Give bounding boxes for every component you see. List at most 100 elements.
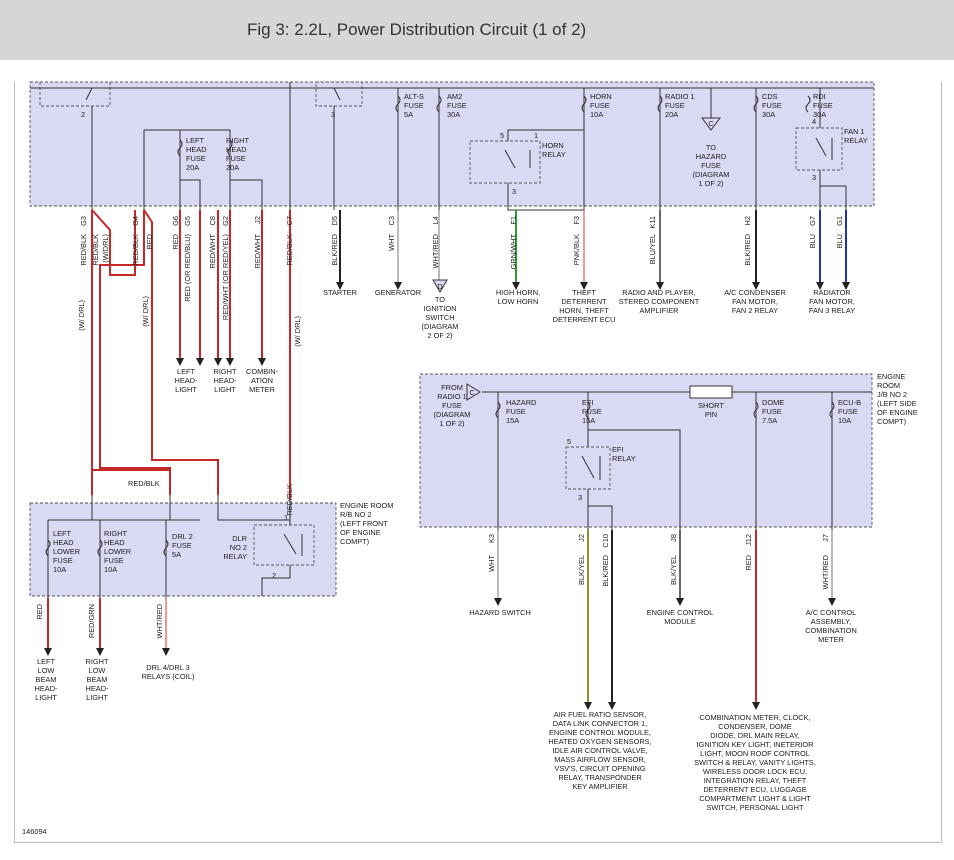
jb-wire-color-j2: BLK/YEL	[577, 555, 586, 585]
hazard-fuse-label-line-1: FUSE	[506, 407, 526, 416]
left-head-fuse-label-line-3: 20A	[186, 163, 199, 172]
jb-conn-j8: J8	[669, 534, 678, 542]
right-low-beam-label-line-0: RIGHT	[86, 657, 109, 666]
left-low-fuse-label-line-4: 10A	[53, 565, 66, 574]
right-low-fuse-label-line-4: 10A	[104, 565, 117, 574]
wire-color-g3: RED/BLK	[79, 234, 88, 266]
to-hazard-label-line-4: 1 OF 2)	[698, 179, 723, 188]
to-hazard-label-line-2: FUSE	[701, 161, 721, 170]
right-low-fuse-label-line-0: RIGHT	[104, 529, 127, 538]
left-headlight-label-line-0: LEFT	[177, 367, 196, 376]
radio1-fuse-label-line-0: RADIO 1	[665, 92, 695, 101]
top-relay-box-left	[39, 81, 111, 107]
rdi-fuse-label-line-2: 30A	[813, 110, 826, 119]
wire-color-g7: BLU	[808, 234, 817, 248]
radio1-fuse-label-line-2: 20A	[665, 110, 678, 119]
radio-dest-label-line-1: STEREO COMPONENT	[619, 297, 700, 306]
rb-out-redgrn: RED/GRN	[87, 604, 96, 638]
from-radio-label-line-1: RADIO 1	[437, 392, 467, 401]
afr-list-label-line-3: HEATED OXYGEN SENSORS,	[548, 737, 651, 746]
from-radio-conn-letter: C	[469, 388, 475, 397]
rb-box-title-line-2: (LEFT FRONT	[340, 519, 388, 528]
arrowheads-jb	[494, 598, 836, 710]
ignition-label-line-1: IGNITION	[424, 304, 457, 313]
pin-3b: 3	[512, 187, 516, 196]
ecm-label-line-0: ENGINE CONTROL	[647, 608, 714, 617]
pin-4: 4	[812, 117, 816, 126]
jb-wire-color-j12: RED	[744, 555, 753, 571]
jb-wire-color-c10: BLK/RED	[601, 555, 610, 587]
rb-wires	[47, 469, 171, 648]
comb-meter-label-line-1: ATION	[251, 376, 273, 385]
left-low-beam-label-line-4: LIGHT	[35, 693, 57, 702]
comb-meter-label-line-0: COMBIN-	[246, 367, 279, 376]
header-bar: Fig 3: 2.2L, Power Distribution Circuit …	[0, 0, 954, 60]
jb-wire-color-j8: BLK/YEL	[669, 555, 678, 585]
rb-box-title-line-4: COMPT)	[340, 537, 369, 546]
horn-fuse-label-line-2: 10A	[590, 110, 603, 119]
pin-5: 5	[500, 131, 504, 140]
fan1-relay-label-line-0: FAN 1	[844, 127, 865, 136]
comb-list-label-line-5: SWITCH & RELAY, VANITY LIGHTS,	[694, 758, 816, 767]
conn-c8: C8	[208, 216, 217, 225]
wire-color-c3: WHT	[387, 234, 396, 251]
wire-color-g6: RED	[171, 234, 180, 250]
horn-relay-box	[469, 140, 541, 184]
jb-box-title-line-2: J/B NO 2	[877, 390, 907, 399]
top-fuse-box	[29, 81, 875, 207]
left-low-beam-label-line-1: LOW	[38, 666, 55, 675]
comb-meter-label-line-2: METER	[249, 385, 275, 394]
radio-dest-label-line-2: AMPLIFIER	[639, 306, 678, 315]
rb-internal-wiring	[45, 495, 303, 598]
conn-g4: G4	[131, 216, 140, 226]
hazard-connector-icon	[701, 117, 721, 131]
wire-color-k11: BLU/YEL	[648, 234, 657, 264]
to-hazard-label-line-1: HAZARD	[696, 152, 726, 161]
alts-fuse-label-line-2: 5A	[404, 110, 413, 119]
afr-list-label-line-8: KEY AMPLIFIER	[572, 782, 627, 791]
right-low-fuse-label-line-3: FUSE	[104, 556, 124, 565]
short-pin-label-line-0: SHORT	[698, 401, 724, 410]
diagram-frame	[14, 82, 942, 843]
to-hazard-label-line-3: (DIAGRAM	[693, 170, 730, 179]
wire-color-l4: WHT/RED	[431, 234, 440, 269]
radiator-dest-label-line-0: RADIATOR	[813, 288, 851, 297]
efi-pin-5: 5	[567, 437, 571, 446]
jb-conn-j12: J12	[744, 534, 753, 546]
left-low-beam-label-line-2: BEAM	[36, 675, 57, 684]
ac-control-label-line-2: COMBINATION	[805, 626, 857, 635]
ignition-conn-letter: D	[437, 282, 442, 291]
efi-fuse-label-line-1: FUSE	[582, 407, 602, 416]
wdrl-label-c: (W/ DRL)	[293, 316, 302, 347]
conn-g7: G7	[808, 216, 817, 226]
drl-relays-label-line-0: DRL 4/DRL 3	[146, 663, 189, 672]
jb-box-title-line-3: (LEFT SIDE	[877, 399, 917, 408]
jb-box-title-line-4: OF ENGINE	[877, 408, 918, 417]
conn-c7: C7	[285, 216, 294, 225]
wire-color-g3b: RED/BLK	[91, 234, 100, 266]
am2-fuse-label-line-0: AM2	[447, 92, 462, 101]
wire-color-h2: BLK/RED	[743, 234, 752, 266]
ac-control-label-line-0: A/C CONTROL	[806, 608, 857, 617]
generator-label: GENERATOR	[375, 288, 421, 297]
comb-list-label-line-8: DETERRENT ECU, LUGGAGE	[703, 785, 806, 794]
jb-box-title-line-0: ENGINE	[877, 372, 905, 381]
right-low-beam-label-line-3: HEAD-	[86, 684, 110, 693]
left-headlight-label-line-2: LIGHT	[175, 385, 197, 394]
rdi-fuse-label-line-0: RDI	[813, 92, 826, 101]
right-head-fuse-label-line-3: 20A	[226, 163, 239, 172]
right-low-beam-label-line-4: LIGHT	[86, 693, 108, 702]
conn-d5: D5	[330, 216, 339, 225]
to-hazard-label-line-0: TO	[706, 143, 716, 152]
jb-wire-color-j7: WHT/RED	[821, 555, 830, 590]
efi-relay-label-line-1: RELAY	[612, 454, 636, 463]
wire-color-c7: RED/BLK	[285, 234, 294, 266]
cds-fuse-label-line-2: 30A	[762, 110, 775, 119]
am2-fuse-label-line-1: FUSE	[447, 101, 467, 110]
wire-color-f3: PNK/BLK	[572, 234, 581, 265]
comb-list-label-line-0: COMBINATION METER, CLOCK,	[699, 713, 810, 722]
comb-list-label-line-3: IGNITION KEY LIGHT, INETERIOR	[697, 740, 814, 749]
comb-list-label-line-1: CONDENSER, DOME	[718, 722, 792, 731]
conn-f3: F3	[572, 216, 581, 225]
